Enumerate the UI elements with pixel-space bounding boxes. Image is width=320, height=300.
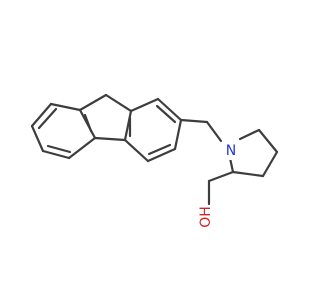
bond — [67, 136, 97, 160]
hydroxyl-label-background — [200, 205, 220, 229]
bond — [173, 118, 183, 151]
bond — [155, 104, 177, 124]
bond — [228, 156, 235, 174]
bond — [261, 150, 279, 178]
bond — [231, 170, 265, 178]
bond — [205, 120, 223, 143]
bond — [30, 102, 53, 128]
bond-lines — [30, 93, 279, 206]
bond — [146, 147, 177, 163]
bond — [104, 93, 133, 113]
bond — [41, 149, 71, 160]
bond — [179, 118, 209, 124]
bond — [238, 128, 261, 141]
bond — [257, 128, 279, 154]
bond — [46, 144, 72, 154]
bond — [37, 107, 58, 130]
bond — [78, 93, 108, 112]
atom-labels: N OH — [198, 140, 240, 229]
bond — [156, 97, 183, 122]
bond — [93, 136, 127, 142]
bond — [147, 143, 172, 156]
hydroxyl-atom-label: OH — [198, 206, 214, 228]
bond — [123, 109, 133, 142]
nitrogen-atom-label: N — [226, 143, 236, 159]
bond — [83, 113, 93, 133]
bond — [129, 97, 160, 113]
bond — [49, 102, 82, 112]
nitrogen-label-background — [222, 140, 240, 160]
bond — [30, 124, 45, 153]
bond — [123, 138, 150, 163]
molecule-structure-diagram: N OH — [30, 93, 279, 229]
bond — [207, 170, 235, 183]
